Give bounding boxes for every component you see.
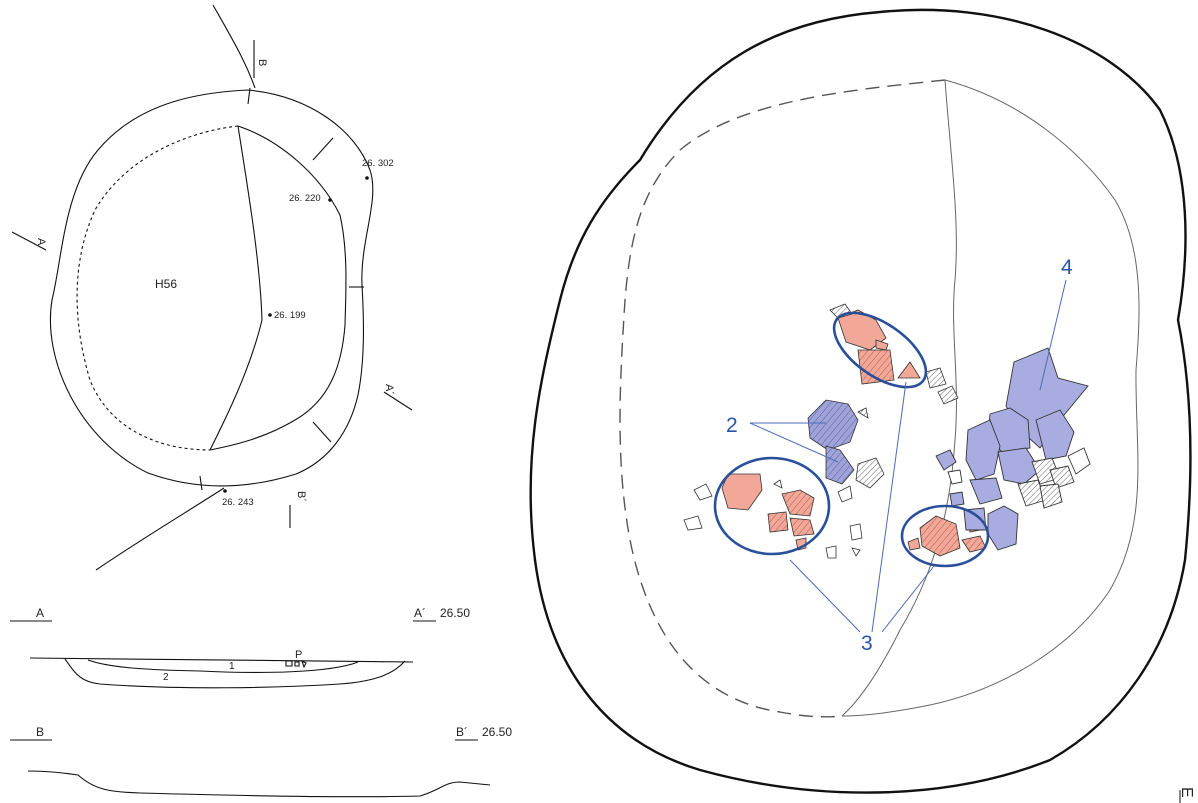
section-b-datum: 26.50 [482,725,512,739]
section-a-left-label: A [36,606,44,620]
lavender-sherd [965,419,1001,481]
grey-sherd [851,547,861,557]
pit-detail: 2 3 4 E [529,8,1195,803]
section-a: A A´ 26.50 1 2 P [10,606,470,689]
salmon-sherd [789,517,815,537]
axis-b-prime-label: B´ [295,491,307,502]
highlight-ellipse [832,311,928,389]
pit-cut-line [209,125,263,451]
grey-sherd [937,385,959,405]
tick [312,137,334,161]
section-a-layer-line [87,659,359,674]
axis-a-label: A [35,238,47,246]
salmon-sherd [907,537,921,551]
callout-leaders [749,279,1067,633]
section-a-artifacts [285,659,307,669]
tick [247,87,251,105]
grey-sherd [855,457,885,489]
grey-sherd [693,483,713,501]
lavender-sherd [807,399,859,451]
lavender-sherd [997,447,1041,485]
section-a-surface [29,657,414,663]
line-north [212,4,256,89]
section-b: B B´ 26.50 [10,725,512,798]
section-a-right-label: A´ [414,606,426,620]
grey-sherd [773,479,783,489]
detail-inner-outline [841,79,1140,717]
lavender-sherd [1035,409,1075,461]
elevation-label: 26. 302 [362,158,394,169]
grey-sherd [947,469,963,485]
grey-sherd [825,545,837,559]
salmon-sherd [857,349,895,385]
callout-2: 2 [726,414,738,437]
section-a-p-label: P [295,649,302,661]
lavender-sherd [825,445,855,485]
highlight-ellipse [900,504,990,568]
feature-id: H56 [155,277,177,291]
section-a-datum: 26.50 [440,606,470,620]
axis-a-mark [11,231,47,251]
tick [312,421,332,443]
salmon-sherd [781,489,815,517]
highlight-ellipse [713,456,831,556]
axis-a-prime-mark [383,391,413,411]
grey-sherd [837,485,853,503]
salmon-sherd [721,473,763,511]
section-a-pit-outline [64,658,406,689]
section-a-layer-1: 1 [229,661,235,672]
salmon-sherd [837,309,887,351]
callout-4: 4 [1061,256,1073,279]
lavender-sherd [987,505,1019,551]
salmon-sherd [919,515,961,557]
line-south [95,487,225,571]
pit-plan: H56 26. 302 26. 220 26. 199 26. 243 A A´… [11,4,413,571]
lavender-sherd [935,449,957,471]
salmon-sherd [897,361,921,379]
pit-inner-line [209,125,347,451]
elevation-point [223,489,227,493]
callout-3: 3 [861,632,873,655]
grey-sherd [1039,483,1063,509]
detail-dashed-line [619,79,946,718]
tick [199,475,203,491]
lavender-sherd [969,477,1003,505]
grey-sherd [857,407,869,419]
elevation-label: 26. 220 [289,193,321,204]
grey-sherd [683,515,703,531]
elevation-point [328,198,332,202]
detail-cut-line [841,79,957,717]
section-b-left-label: B [36,725,44,739]
detail-outer-outline [529,8,1192,794]
pit-outer-outline [49,89,374,487]
elevation-point [268,313,272,317]
north-label: E [1178,787,1195,798]
elevation-point [365,176,369,180]
axis-b-label: B [256,59,268,66]
axis-a-prime-label: A´ [383,384,395,395]
pit-dashed-line [76,125,239,451]
grey-sherd [849,523,863,541]
section-a-layer-2: 2 [163,672,169,683]
section-b-profile [27,770,491,798]
grey-sherd [1067,447,1091,475]
grey-sherd [925,367,947,389]
salmon-sherd [875,339,889,351]
lavender-sherd [949,491,965,507]
salmon-sherd [767,511,789,533]
section-b-right-label: B´ [456,725,468,739]
elevation-label: 26. 199 [274,310,306,321]
grey-sherd [1049,465,1075,489]
elevation-label: 26. 243 [222,497,254,508]
